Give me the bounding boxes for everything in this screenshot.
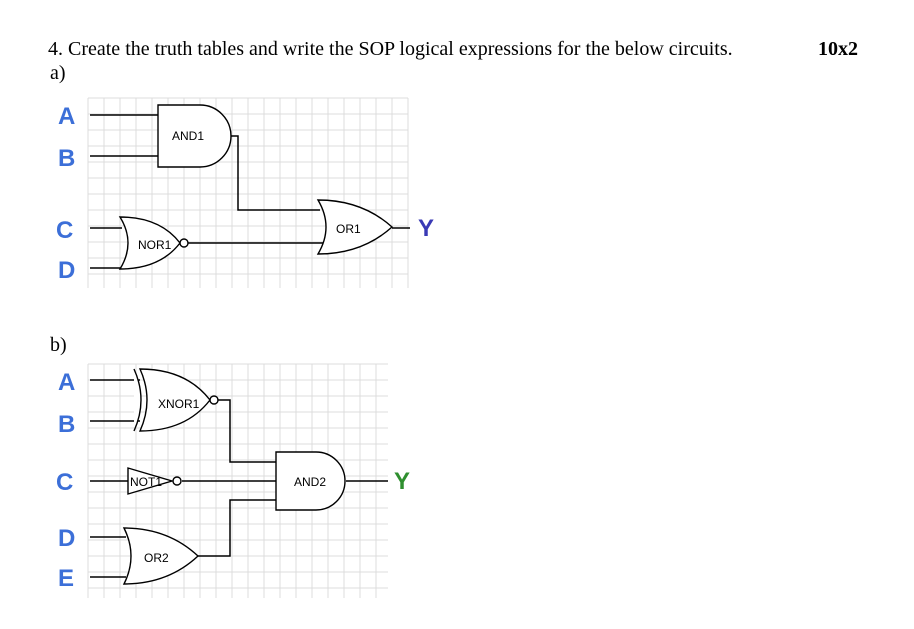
xnor1-extra-arc	[133, 368, 142, 432]
circuit-b: A B C D E XNOR1 NOT1 AND2 OR2 Y	[56, 368, 410, 592]
wire-xnor1-to-and2	[218, 399, 276, 463]
not1-label: NOT1	[130, 475, 162, 489]
or2-label: OR2	[144, 551, 169, 565]
not1-bubble	[172, 476, 182, 486]
output-y-label-b: Y	[394, 468, 410, 495]
and1-gate	[157, 104, 232, 168]
question-title: 4. Create the truth tables and write the…	[48, 38, 733, 60]
input-c-label: C	[56, 217, 73, 244]
not1-gate	[127, 467, 175, 495]
part-b-label: b)	[50, 334, 67, 356]
output-y-label-a: Y	[418, 215, 434, 242]
input-a-label: A	[58, 103, 75, 130]
and2-label: AND2	[294, 475, 326, 489]
input-b-label-b: B	[58, 411, 75, 438]
question-marks: 10x2	[818, 38, 858, 60]
nor1-bubble	[179, 238, 189, 248]
input-e-label-b: E	[58, 565, 74, 592]
xnor1-label: XNOR1	[158, 397, 200, 411]
xnor1-bubble	[209, 395, 219, 405]
part-a-label: a)	[50, 62, 66, 84]
wire-and1-to-or1	[220, 135, 320, 211]
and2-gate	[275, 451, 346, 511]
input-c-label-b: C	[56, 469, 73, 496]
or1-label: OR1	[336, 222, 361, 236]
wire-or2-to-and2	[198, 499, 276, 557]
xnor1-gate	[138, 368, 211, 432]
input-a-label-b: A	[58, 369, 75, 396]
input-d-label: D	[58, 257, 75, 284]
circuit-a: A B C D AND1 NOR1 OR1 Y	[56, 103, 434, 284]
and1-label: AND1	[172, 129, 204, 143]
or2-gate	[122, 527, 200, 585]
nor1-gate	[118, 216, 181, 270]
nor1-label: NOR1	[138, 238, 172, 252]
or1-gate	[316, 199, 394, 255]
input-d-label-b: D	[58, 525, 75, 552]
input-b-label: B	[58, 145, 75, 172]
